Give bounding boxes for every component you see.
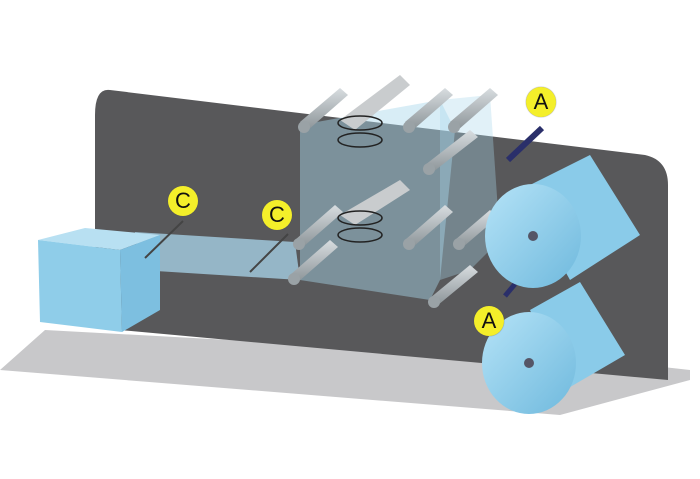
rollers (288, 88, 498, 308)
cutter-rod-c-left (144, 220, 184, 259)
feed-box-front (38, 240, 122, 332)
feed-box-side (120, 235, 160, 332)
sealing-unit-bottom (337, 180, 410, 243)
label-c-left: C (168, 186, 198, 216)
film-web (135, 232, 300, 280)
label-c-right: C (262, 200, 292, 230)
feed-box-top (38, 228, 160, 250)
brake-a-bottom (503, 282, 517, 298)
material-roll-top (485, 155, 640, 288)
label-a-bottom: A (474, 306, 504, 336)
material-roll-bottom (482, 282, 625, 414)
sealing-unit-top (337, 75, 410, 148)
label-a-top: A (526, 87, 556, 117)
cutter-rod-c-right (249, 233, 289, 273)
film-web (440, 95, 500, 280)
brake-a-top (505, 125, 545, 163)
